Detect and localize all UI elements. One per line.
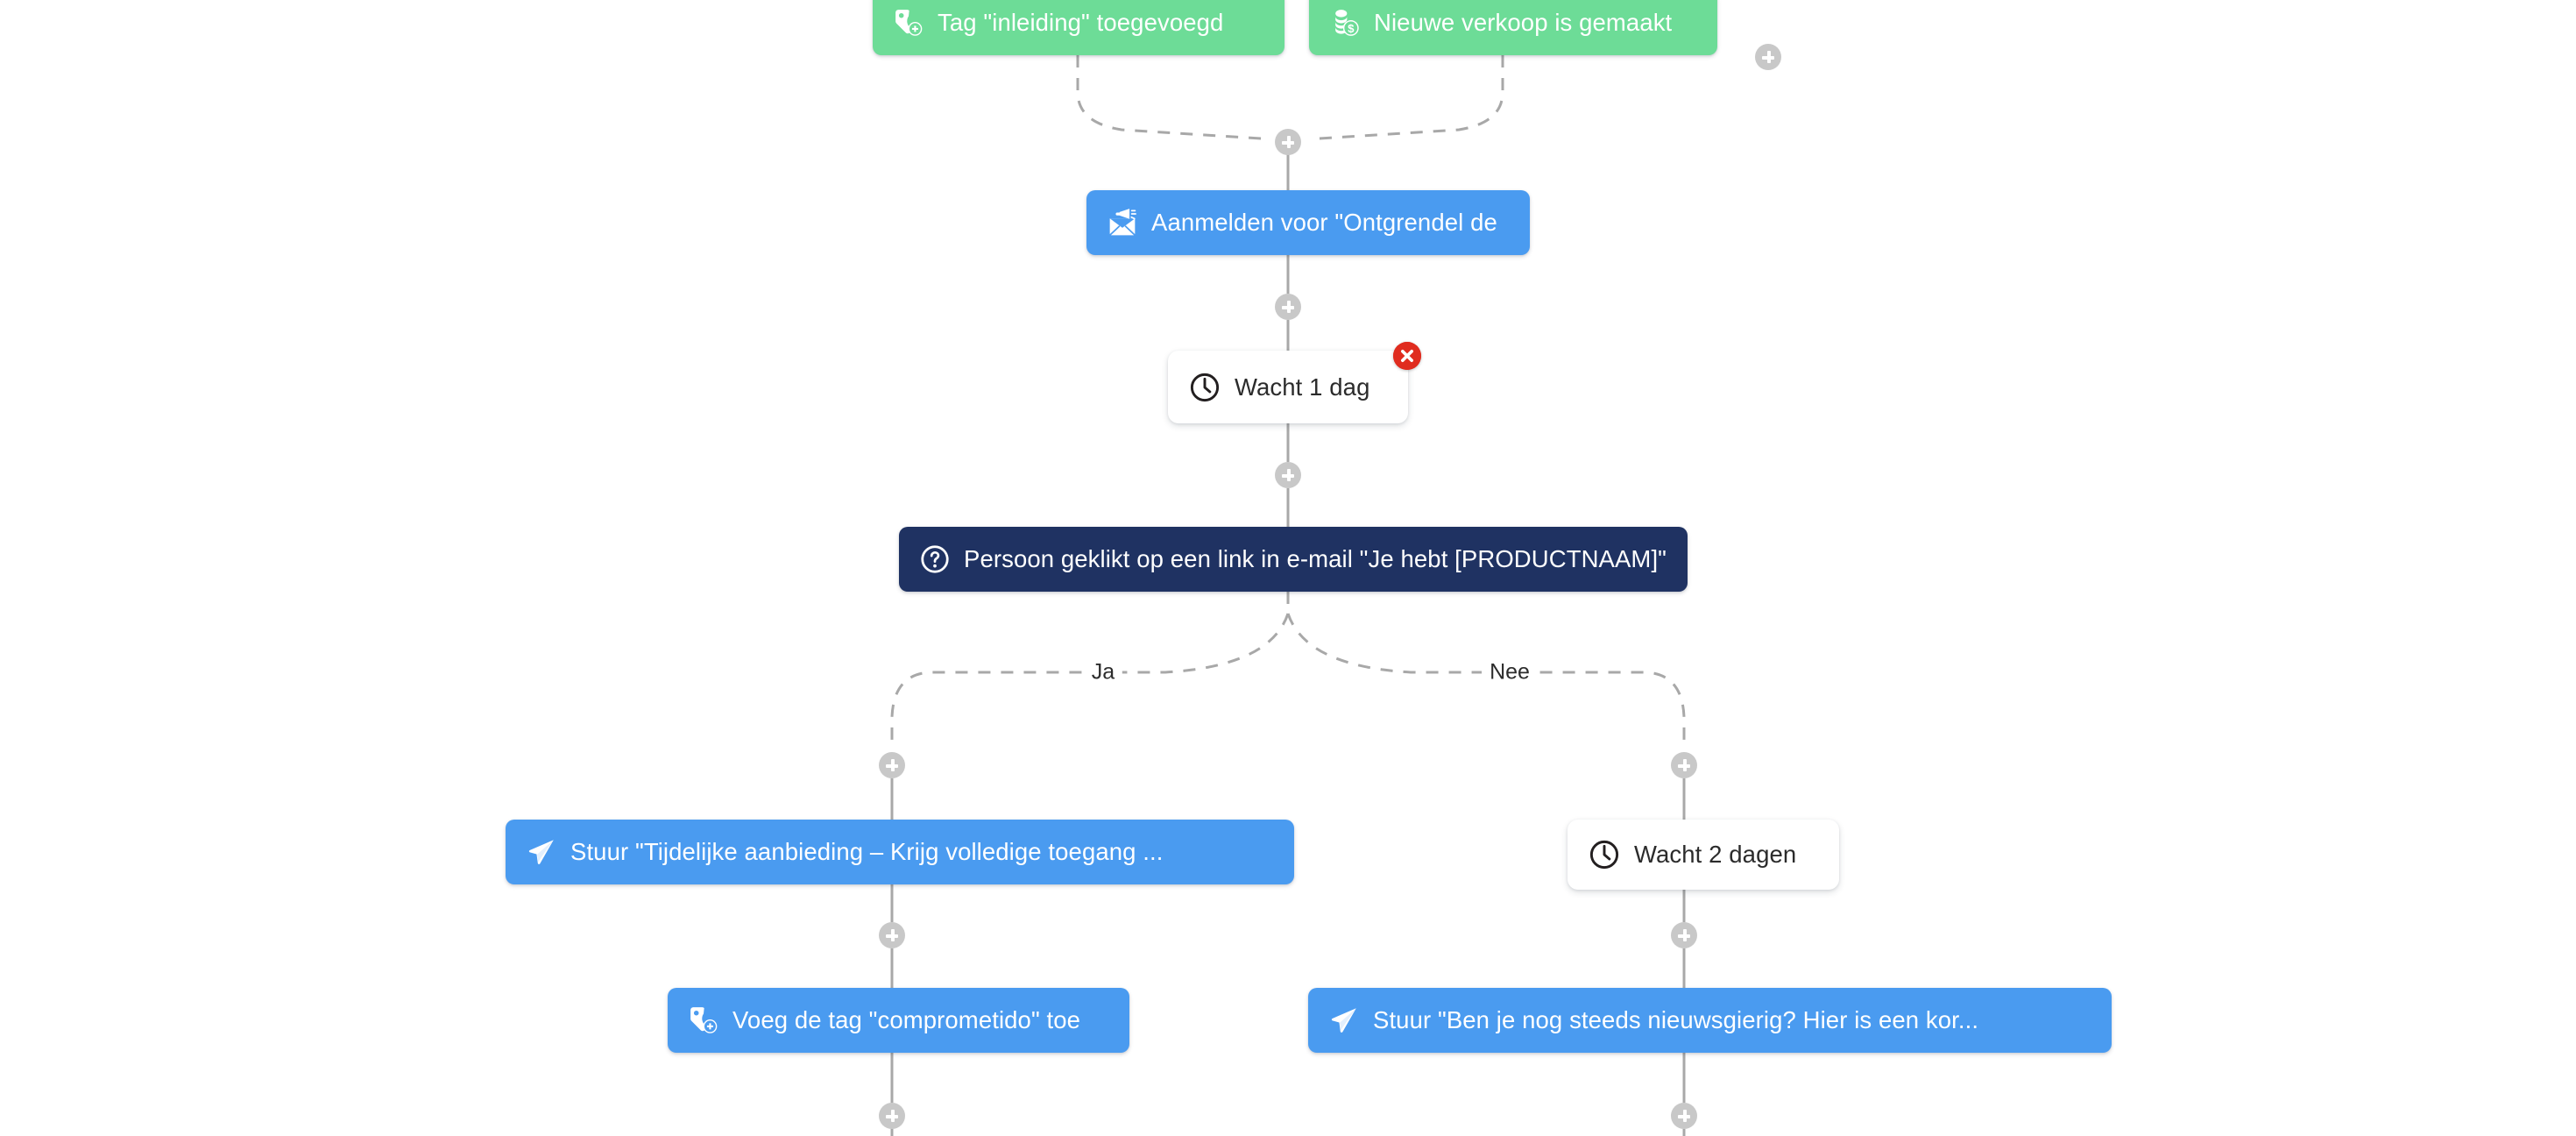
add-step-after-send-offer[interactable] bbox=[879, 922, 905, 948]
add-step-after-wait-2-days[interactable] bbox=[1671, 922, 1697, 948]
node-label: Aanmelden voor "Ontgrendel de bbox=[1151, 209, 1497, 237]
node-label: Wacht 1 dag bbox=[1235, 373, 1370, 401]
add-step-after-add-tag[interactable] bbox=[879, 1103, 905, 1129]
node-condition-clicked-link[interactable]: Persoon geklikt op een link in e-mail "J… bbox=[899, 527, 1688, 592]
node-action-signup-email[interactable]: Aanmelden voor "Ontgrendel de bbox=[1086, 190, 1530, 255]
add-trigger-button[interactable] bbox=[1755, 44, 1781, 70]
node-wait-2-days[interactable]: Wacht 2 dagen bbox=[1568, 820, 1839, 890]
node-trigger-tag-added[interactable]: Tag "inleiding" toegevoegd bbox=[873, 0, 1284, 55]
node-action-send-offer[interactable]: Stuur "Tijdelijke aanbieding – Krijg vol… bbox=[506, 820, 1294, 884]
add-step-after-signup-email[interactable] bbox=[1275, 294, 1301, 320]
node-wait-1-day[interactable]: Wacht 1 dag bbox=[1168, 351, 1408, 423]
node-trigger-new-sale[interactable]: $ Nieuwe verkoop is gemaakt bbox=[1309, 0, 1717, 55]
add-step-after-send-followup[interactable] bbox=[1671, 1103, 1697, 1129]
tag-plus-icon bbox=[895, 10, 923, 36]
question-circle-icon bbox=[921, 545, 949, 573]
add-step-no-branch[interactable] bbox=[1671, 752, 1697, 778]
branch-label-no: Nee bbox=[1482, 661, 1538, 684]
node-label: Wacht 2 dagen bbox=[1634, 841, 1797, 869]
coins-dollar-icon: $ bbox=[1335, 10, 1359, 36]
branch-label-yes: Ja bbox=[1083, 661, 1123, 684]
node-label: Stuur "Tijdelijke aanbieding – Krijg vol… bbox=[570, 838, 1164, 866]
node-label: Stuur "Ben je nog steeds nieuwsgierig? H… bbox=[1373, 1006, 1979, 1034]
node-label: Persoon geklikt op een link in e-mail "J… bbox=[964, 545, 1667, 573]
paper-plane-icon bbox=[528, 840, 554, 864]
node-action-send-followup[interactable]: Stuur "Ben je nog steeds nieuwsgierig? H… bbox=[1308, 988, 2112, 1053]
paper-plane-icon bbox=[1331, 1008, 1356, 1033]
clock-icon bbox=[1589, 840, 1619, 870]
node-action-add-tag[interactable]: Voeg de tag "comprometido" toe bbox=[668, 988, 1129, 1053]
add-step-yes-branch[interactable] bbox=[879, 752, 905, 778]
add-step-after-triggers[interactable] bbox=[1275, 129, 1301, 155]
add-step-after-wait-1-day[interactable] bbox=[1275, 462, 1301, 488]
close-icon bbox=[1393, 342, 1421, 370]
node-label: Tag "inleiding" toegevoegd bbox=[938, 9, 1224, 37]
envelope-megaphone-icon bbox=[1109, 209, 1136, 236]
clock-icon bbox=[1190, 373, 1220, 401]
node-label: Nieuwe verkoop is gemaakt bbox=[1374, 9, 1673, 37]
tag-plus-icon bbox=[690, 1007, 718, 1033]
node-label: Voeg de tag "comprometido" toe bbox=[732, 1006, 1081, 1034]
delete-wait-1-day-button[interactable] bbox=[1393, 342, 1421, 370]
svg-text:$: $ bbox=[1348, 22, 1355, 35]
